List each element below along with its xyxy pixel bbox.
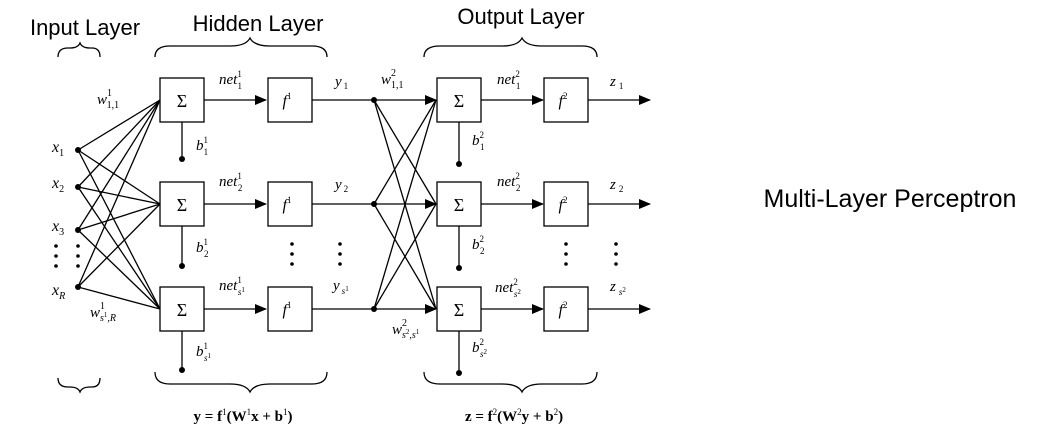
output-activation-node-1 (543, 77, 589, 123)
output-layer-title: Output Layer (457, 4, 584, 29)
input-weights-wires (77, 99, 161, 310)
input-label-xR: xR (51, 282, 65, 302)
hidden-output-weights-wires (373, 95, 437, 314)
sum-symbol: Σ (454, 195, 464, 215)
input-node-1 (75, 147, 81, 153)
hidden-vdots (290, 242, 342, 266)
hidden-activation-node-s1 (267, 286, 313, 332)
output-layer-equation: z = f2(W2y + b2) (465, 407, 563, 425)
sum-symbol: Σ (177, 300, 187, 320)
input-vdots (54, 244, 80, 268)
output-vdots (564, 242, 618, 266)
hidden-bottom-brace (154, 371, 328, 394)
input-label-x1: x1 (51, 139, 64, 159)
input-top-brace (57, 41, 101, 58)
hidden-layer-title: Hidden Layer (193, 11, 324, 36)
input-layer-title: Input Layer (30, 15, 140, 40)
sum-symbol: Σ (177, 91, 187, 111)
output-sum-node-s2 (436, 286, 482, 332)
output-activation-node-2 (543, 181, 589, 227)
input-label-x3: x3 (51, 218, 64, 238)
hidden-junction-1 (371, 97, 377, 103)
output-sum-node-2 (436, 181, 482, 227)
hidden-layer-equation: y = f1(W1x + b1) (194, 407, 293, 425)
activation-label: f1 (283, 300, 292, 319)
hidden-sum-node-s1 (159, 286, 205, 332)
output-top-brace (423, 36, 598, 58)
hidden-sum-node-1 (159, 77, 205, 123)
sum-symbol: Σ (177, 195, 187, 215)
hidden-junction-2 (371, 201, 377, 207)
sum-symbol: Σ (454, 91, 464, 111)
diagram-title: Multi-Layer Perceptron (764, 185, 1017, 213)
input-node-R (75, 284, 81, 290)
input-node-2 (75, 184, 81, 190)
activation-label: f2 (559, 91, 568, 110)
hidden-activation-node-1 (267, 77, 313, 123)
sum-symbol: Σ (454, 300, 464, 320)
activation-label: f1 (283, 195, 292, 214)
hidden-junction-s1 (371, 306, 377, 312)
output-activation-node-s2 (543, 286, 589, 332)
input-label-x2: x2 (51, 175, 64, 195)
output-bottom-brace (423, 371, 598, 394)
activation-label: f1 (283, 91, 292, 110)
activation-label: f2 (559, 300, 568, 319)
input-bottom-brace (57, 377, 101, 394)
activation-label: f2 (559, 195, 568, 214)
hidden-top-brace (154, 36, 328, 58)
input-node-3 (75, 227, 81, 233)
